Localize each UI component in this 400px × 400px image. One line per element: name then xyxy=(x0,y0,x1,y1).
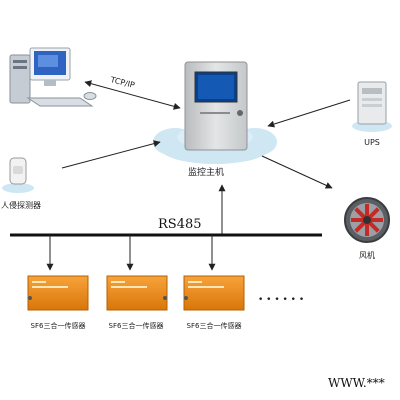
host-fan-link xyxy=(261,155,333,189)
bus-label: RS485 xyxy=(158,217,202,232)
watermark: WWW.*** xyxy=(328,376,385,390)
bus-drops xyxy=(46,235,216,271)
rs485-bus: RS485 xyxy=(10,217,322,237)
host-label: 监控主机 xyxy=(188,166,224,178)
ups-label: UPS xyxy=(364,138,380,147)
intrusion-host-link xyxy=(61,140,161,169)
sensor-label-1: SF6三合一传感器 xyxy=(31,321,86,330)
more-sensors-ellipsis: • • • • • • xyxy=(258,295,304,305)
connections xyxy=(61,80,351,235)
host-unit: 监控主机 xyxy=(153,61,277,178)
fan-icon: 风机 xyxy=(344,197,390,260)
pc-host-link xyxy=(84,80,181,110)
intrusion-label: 人侵探测器 xyxy=(1,200,41,210)
host-key-icon xyxy=(237,110,243,116)
sensor-label-2: SF6三合一传感器 xyxy=(109,321,164,330)
computer-icon xyxy=(9,47,97,107)
intrusion-detector-icon: 人侵探测器 xyxy=(1,157,41,210)
fan-label: 风机 xyxy=(359,250,375,260)
sensor-unit-3: SF6三合一传感器 xyxy=(183,275,245,330)
ups-host-link xyxy=(267,99,351,128)
sensor-label-3: SF6三合一传感器 xyxy=(187,321,242,330)
sensor-unit-2: SF6三合一传感器 xyxy=(106,275,168,330)
sensor-unit-1: SF6三合一传感器 xyxy=(27,275,89,330)
ups-icon: UPS xyxy=(352,81,392,147)
protocol-label: TCP/IP xyxy=(109,75,136,90)
